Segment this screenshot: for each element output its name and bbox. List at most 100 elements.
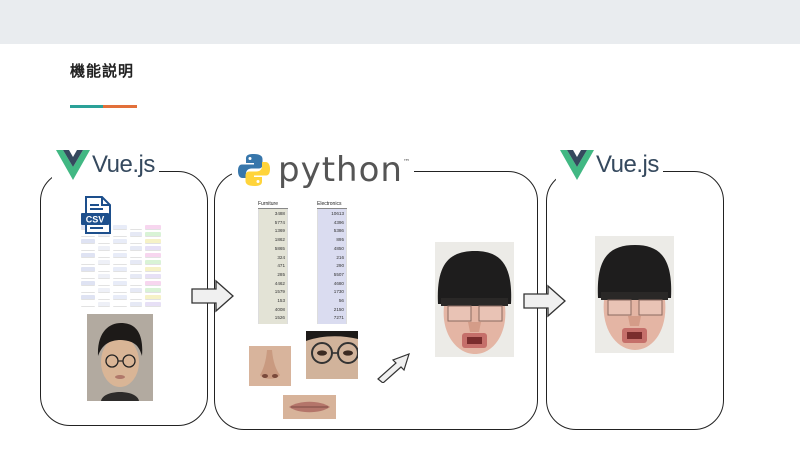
furniture-cell: 324 — [277, 254, 285, 260]
csv-preview-cell — [130, 232, 142, 237]
furniture-cell: 1526 — [274, 315, 285, 321]
csv-preview-column — [145, 225, 161, 307]
csv-preview-cell — [98, 246, 110, 251]
csv-preview-cell — [81, 288, 95, 293]
csv-preview-cell — [98, 295, 110, 300]
vue-logo-right: Vue.js — [556, 150, 663, 180]
csv-preview-cell — [98, 274, 110, 279]
page-title: 機能説明 — [70, 62, 135, 80]
csv-preview-cell — [145, 302, 161, 307]
csv-preview-cell — [98, 260, 110, 265]
csv-preview-cell — [130, 274, 142, 279]
electronics-cell: 4396 — [333, 219, 344, 225]
generated-mask-output — [595, 236, 674, 353]
electronics-cell: 2150 — [333, 306, 344, 312]
csv-preview-cell — [113, 295, 127, 300]
csv-preview-cell — [130, 246, 142, 251]
csv-preview-cell — [98, 232, 110, 237]
csv-preview-cell — [145, 274, 161, 279]
csv-preview-cell — [81, 246, 95, 251]
csv-preview-cell — [113, 253, 127, 258]
csv-preview-cell — [113, 274, 127, 279]
vue-logo-icon — [56, 150, 90, 180]
python-logo-text: python — [278, 150, 403, 190]
csv-preview-cell — [113, 225, 127, 230]
csv-preview-cell — [145, 267, 161, 272]
csv-preview-cell — [81, 295, 95, 300]
csv-preview-cell — [81, 239, 95, 244]
vue-logo-text: Vue.js — [92, 151, 155, 178]
furniture-cell: 4462 — [274, 280, 285, 286]
python-logo-icon — [238, 154, 270, 186]
furniture-cell: 1579 — [274, 289, 285, 295]
csv-preview-cell — [81, 302, 95, 307]
csv-preview-cell — [145, 295, 161, 300]
furniture-cell: 5865 — [274, 245, 285, 251]
csv-preview-column — [98, 225, 110, 307]
csv-preview-cell — [113, 232, 127, 237]
csv-preview-cell — [81, 232, 95, 237]
electronics-cell: 290 — [336, 263, 344, 269]
csv-preview-cell — [130, 225, 142, 230]
vue-logo-left: Vue.js — [52, 150, 159, 180]
csv-preview-cell — [113, 239, 127, 244]
csv-preview-cell — [81, 274, 95, 279]
csv-preview-cell — [113, 246, 127, 251]
furniture-cell: 5774 — [274, 219, 285, 225]
furniture-header: Furniture — [258, 201, 288, 209]
furniture-cell: 285 — [277, 271, 285, 277]
electronics-cell: 4850 — [333, 245, 344, 251]
csv-preview-cell — [113, 302, 127, 307]
electronics-cell: 56 — [338, 298, 344, 304]
python-trademark: ™ — [402, 158, 410, 166]
csv-file-icon: CSV — [80, 196, 114, 236]
furniture-cell: 3488 — [274, 211, 285, 216]
csv-preview-cell — [145, 288, 161, 293]
electronics-cell: 5386 — [333, 228, 344, 234]
csv-preview-column — [81, 225, 95, 307]
top-bar — [0, 0, 800, 44]
csv-preview-cell — [113, 267, 127, 272]
csv-preview-cell — [130, 267, 142, 272]
csv-preview-column — [113, 225, 127, 307]
csv-preview-cell — [98, 281, 110, 286]
electronics-cell: 1730 — [333, 289, 344, 295]
vue-logo-text: Vue.js — [596, 151, 659, 178]
csv-preview-cell — [130, 288, 142, 293]
csv-preview-cell — [98, 253, 110, 258]
furniture-cell: 1862 — [274, 237, 285, 243]
furniture-cell: 153 — [277, 298, 285, 304]
csv-preview-cell — [98, 288, 110, 293]
furniture-cell: 1369 — [274, 228, 285, 234]
csv-preview-cell — [98, 302, 110, 307]
csv-preview-cell — [113, 260, 127, 265]
vue-logo-icon — [560, 150, 594, 180]
arrow-right-icon — [522, 284, 568, 318]
title-accent-orange — [103, 105, 137, 108]
input-face-photo — [87, 314, 153, 401]
arrow-diagonal-icon — [374, 349, 414, 383]
electronics-cell: 5507 — [333, 271, 344, 277]
csv-preview-cell — [145, 246, 161, 251]
csv-preview-cell — [81, 260, 95, 265]
csv-preview-column — [130, 225, 142, 307]
eyes-crop — [306, 331, 358, 379]
csv-preview-cell — [130, 295, 142, 300]
csv-preview-cell — [113, 288, 127, 293]
csv-icon-label: CSV — [86, 215, 105, 225]
csv-preview-cell — [130, 260, 142, 265]
arrow-right-icon — [190, 279, 236, 313]
csv-preview-cell — [145, 232, 161, 237]
csv-preview-cell — [130, 281, 142, 286]
csv-preview-cell — [113, 281, 127, 286]
nose-crop — [249, 346, 291, 386]
electronics-cell: 4680 — [333, 280, 344, 286]
electronics-cell: 10613 — [331, 211, 344, 216]
csv-preview-cell — [130, 253, 142, 258]
electronics-cell: 7271 — [333, 315, 344, 321]
csv-preview-cell — [145, 253, 161, 258]
